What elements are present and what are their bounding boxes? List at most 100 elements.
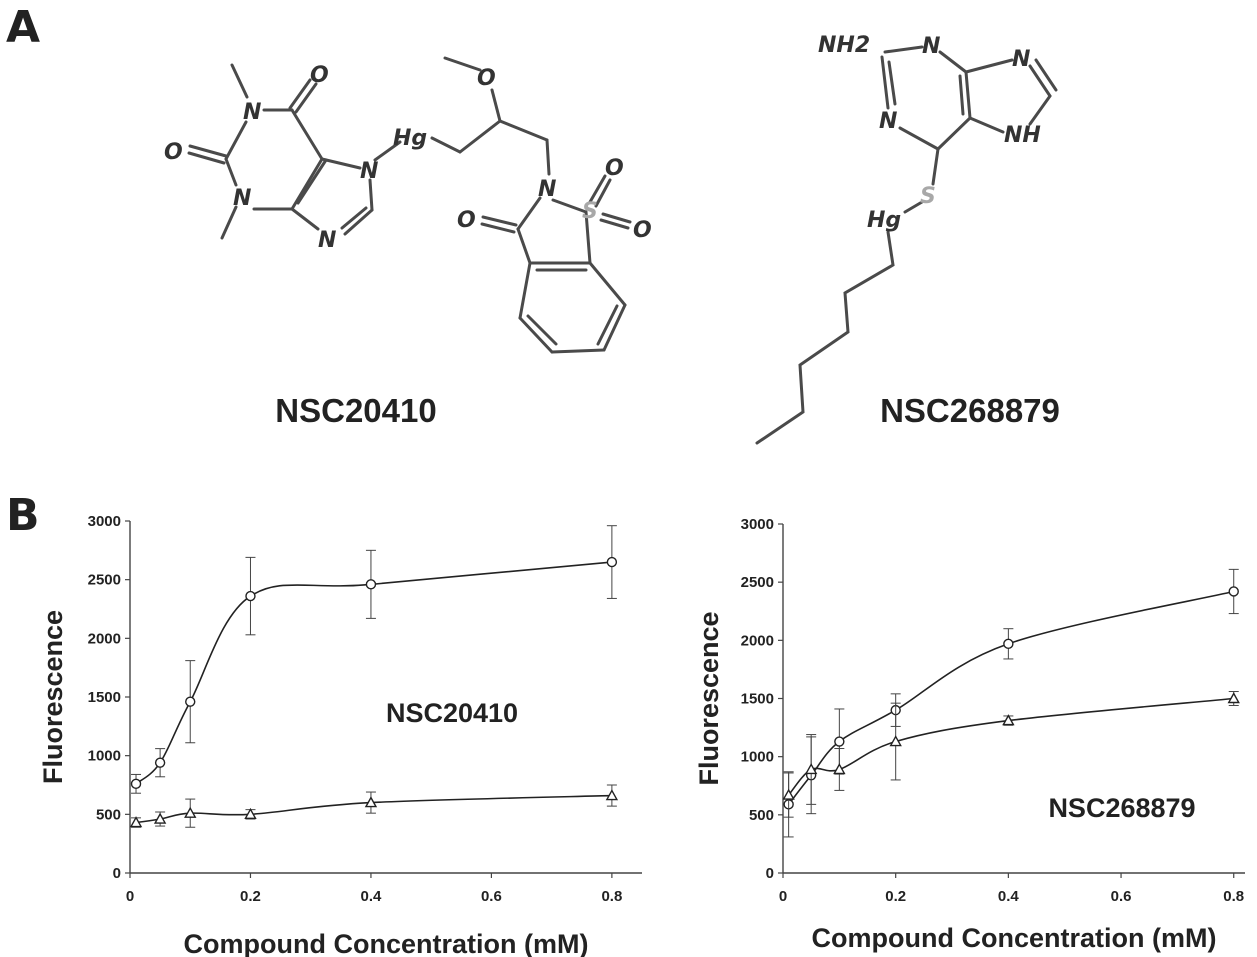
y-tick-label: 0 <box>113 865 121 882</box>
bond <box>480 222 516 234</box>
data-point-triangle <box>129 816 143 828</box>
series-line <box>787 697 1234 796</box>
x-tick-label: 0.4 <box>998 888 1020 905</box>
atom-label: Hg <box>867 208 901 233</box>
bond <box>526 314 558 346</box>
bond <box>599 218 630 230</box>
atom-label: S <box>582 199 598 224</box>
series-line <box>135 794 612 824</box>
bond <box>964 70 972 120</box>
data-point-triangle <box>1227 692 1240 704</box>
bond <box>320 157 362 170</box>
atom-label: O <box>164 140 183 165</box>
bond <box>545 138 551 176</box>
y-tick-label: 500 <box>96 806 121 823</box>
x-axis-title: Compound Concentration (mM) <box>812 923 1217 953</box>
atom-label: N <box>318 228 336 253</box>
bond <box>936 116 972 151</box>
x-tick-label: 0.2 <box>240 888 261 905</box>
bond <box>883 45 924 54</box>
x-tick-label: 0.8 <box>601 888 622 905</box>
atom-label: NH <box>1004 123 1041 148</box>
bond <box>490 88 502 123</box>
bond <box>601 212 632 224</box>
bond <box>518 261 532 320</box>
x-tick-label: 0 <box>779 888 787 905</box>
bond <box>290 157 324 211</box>
bond <box>430 136 462 154</box>
bond <box>188 144 228 158</box>
bond <box>903 200 924 214</box>
structure-nsc20410: N O O N N N Hg O N S O O O <box>164 56 652 354</box>
y-tick-label: 3000 <box>741 516 774 533</box>
bond <box>296 158 328 205</box>
bond <box>220 205 238 240</box>
data-point-circle <box>1228 586 1239 597</box>
data-point-circle <box>1003 638 1014 650</box>
data-point-triangle <box>1002 714 1015 726</box>
chart-annotation: NSC268879 <box>1048 793 1195 823</box>
x-tick-label: 0.4 <box>361 888 383 905</box>
panel-label-a: A <box>6 2 40 53</box>
atom-label: S <box>920 184 936 209</box>
data-point-circle <box>834 736 845 747</box>
bond <box>550 348 606 354</box>
y-axis-title: Fluorescence <box>38 610 68 784</box>
x-axis-title: Compound Concentration (mM) <box>184 929 589 957</box>
y-tick-label: 3000 <box>88 513 121 530</box>
bond <box>481 215 518 227</box>
y-tick-label: 0 <box>766 865 774 882</box>
bond <box>288 78 312 110</box>
atom-label: O <box>310 63 329 88</box>
atom-label: N <box>922 34 940 59</box>
panel-label-b: B <box>6 490 40 541</box>
y-axis-title: Fluorescence <box>694 611 724 785</box>
atom-label: N <box>538 177 556 202</box>
structure-bonds <box>755 45 1058 445</box>
bond <box>294 82 318 114</box>
bond <box>584 210 592 265</box>
y-tick-label: 1000 <box>88 748 121 765</box>
data-point-circle <box>245 590 256 602</box>
bond <box>958 74 965 116</box>
bond <box>230 63 249 99</box>
bond <box>224 120 248 161</box>
data-point-triangle <box>833 763 846 775</box>
bond <box>880 55 890 110</box>
bond <box>968 116 1005 134</box>
bond <box>518 316 554 354</box>
bond <box>938 50 968 74</box>
series-line <box>135 561 612 785</box>
y-tick-label: 2500 <box>88 572 121 589</box>
compound-name: NSC20410 <box>275 392 436 429</box>
atom-label: NH2 <box>818 33 870 58</box>
bond <box>443 56 482 72</box>
y-tick-label: 500 <box>749 807 774 824</box>
bond <box>290 207 320 231</box>
bond <box>290 108 324 161</box>
structure-bonds <box>187 56 632 354</box>
bond <box>187 151 226 165</box>
bond <box>588 261 627 307</box>
bond <box>898 126 940 151</box>
structure-nsc268879: NH2 N N N NH S Hg <box>755 33 1058 445</box>
bond <box>1028 64 1052 98</box>
y-tick-label: 2000 <box>88 630 121 647</box>
data-point-triangle <box>244 807 257 820</box>
bond <box>588 174 607 204</box>
series-line <box>787 590 1234 805</box>
bond <box>594 178 612 208</box>
atom-label: N <box>360 159 378 184</box>
data-point-circle <box>185 696 196 707</box>
data-point-triangle <box>804 763 818 775</box>
bond <box>343 208 374 236</box>
bond <box>373 140 402 162</box>
bond <box>887 60 897 106</box>
atom-label: Hg <box>393 126 427 151</box>
atom-label: O <box>633 218 652 243</box>
x-tick-label: 0.8 <box>1223 888 1244 905</box>
bond <box>964 58 1014 74</box>
data-point-triangle <box>364 796 378 808</box>
atom-label: N <box>1012 47 1030 72</box>
